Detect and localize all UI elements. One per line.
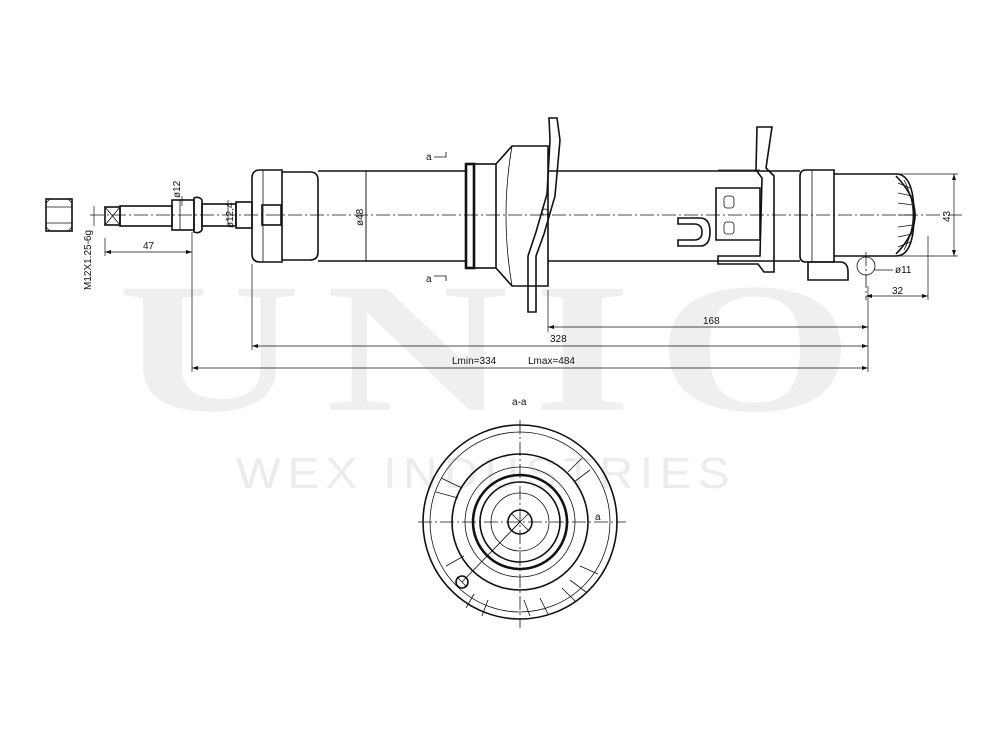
section-marker-side: a — [595, 512, 601, 523]
svg-text:a: a — [426, 274, 432, 285]
section-view: a-a a — [418, 397, 626, 628]
dim-eye-width: 43 — [942, 210, 953, 222]
section-label: a-a — [512, 397, 527, 408]
dim-thread: M12X1.25-6g — [83, 230, 94, 290]
piston-rod — [104, 196, 253, 234]
dim-rod-diameter-inner: ø12,4 — [225, 202, 236, 228]
hex-nut — [45, 198, 73, 232]
dim-rod-diameter: ø12 — [172, 180, 183, 198]
lower-eye — [799, 169, 916, 300]
dim-rod-length: 47 — [143, 241, 155, 252]
dim-l-max: Lmax=484 — [528, 356, 575, 367]
shock-absorber-side-view: a a — [45, 117, 965, 372]
dim-body-diameter: ø48 — [355, 208, 366, 226]
dim-eye-offset: 32 — [892, 286, 904, 297]
top-cap — [251, 169, 319, 263]
dimension-lines — [93, 171, 958, 372]
section-marks: a a — [426, 152, 447, 285]
watermark-company: WEX INDUSTRIES — [236, 449, 736, 498]
dim-bracket-to-eye: 168 — [703, 316, 720, 327]
knuckle-bracket — [677, 126, 775, 273]
dim-l-min: Lmin=334 — [452, 356, 497, 367]
svg-text:a: a — [426, 152, 432, 163]
dim-body-length: 328 — [550, 334, 567, 345]
watermark-brand: UNIO — [118, 246, 878, 451]
dim-eye-hole: ø11 — [895, 265, 912, 276]
